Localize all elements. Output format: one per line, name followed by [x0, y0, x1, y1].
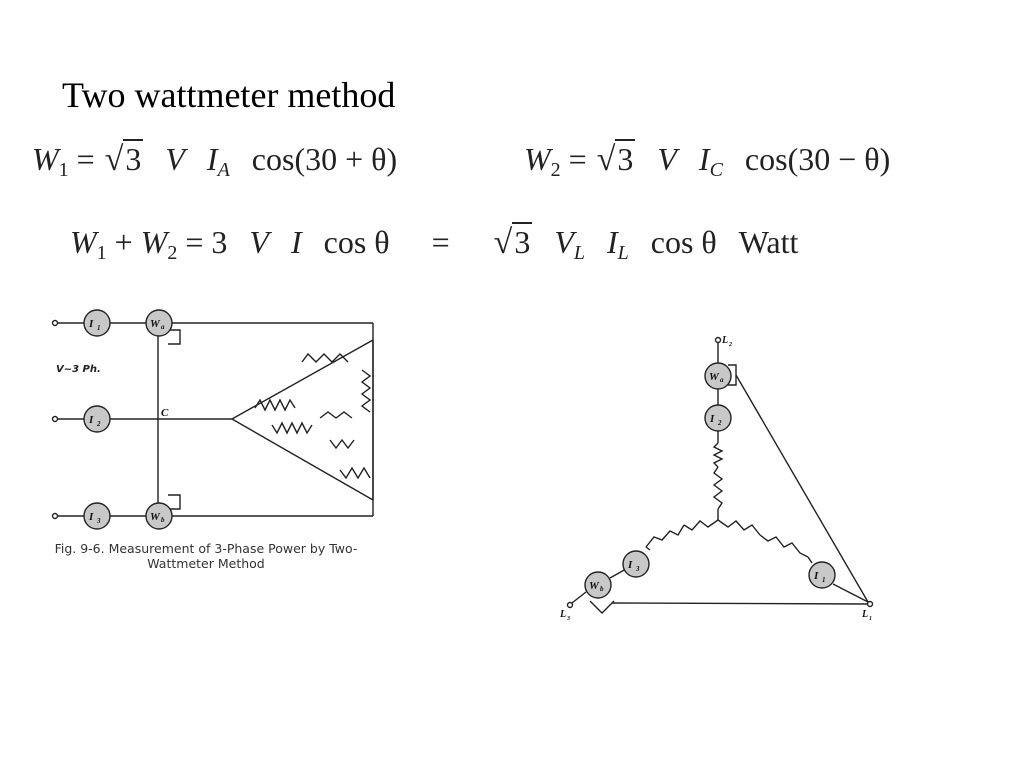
eq3-w2: W	[140, 224, 168, 260]
meter-I2: I 2	[83, 405, 111, 433]
eq2-v: V	[657, 141, 677, 177]
meter-Wb: W b	[145, 502, 173, 530]
eq3-sqrt: √3	[493, 222, 533, 261]
r-meter-Wb-base: W	[589, 580, 600, 592]
figure-caption: Fig. 9-6. Measurement of 3-Phase Power b…	[54, 541, 358, 571]
r-meter-I3-base: I	[627, 559, 633, 571]
meter-Wa: W a	[145, 309, 173, 337]
r-meter-Wa-base: W	[709, 371, 720, 383]
eq1-radicand: 3	[123, 139, 144, 177]
eq3-three: 3	[211, 224, 228, 260]
r-meter-I2-sub: 2	[717, 419, 722, 427]
r-meter-I1-sub: 1	[822, 576, 826, 584]
eq2-i: I	[698, 141, 710, 177]
meter-Wb: W b	[584, 571, 612, 599]
meter-Wb-base: W	[150, 511, 161, 523]
meter-I3-sub: 3	[96, 517, 101, 525]
eq2-lhs: W	[524, 141, 551, 177]
meter-I2: I 2	[704, 404, 732, 432]
terminal-L1-base: L	[861, 609, 868, 620]
eq1-trig: cos(30 + θ)	[251, 141, 398, 177]
terminal-L2-sub: 2	[728, 342, 732, 348]
eq3-equals2: =	[431, 224, 450, 260]
node-label-c: C	[161, 407, 169, 419]
terminal-L1-sub: 1	[869, 616, 872, 622]
meter-I3: I 3	[83, 502, 111, 530]
eq2-radicand: 3	[615, 139, 636, 177]
meter-Wa-sub: a	[161, 323, 165, 331]
eq3-vl: V	[554, 224, 574, 260]
eq2-trig: cos(30 − θ)	[744, 141, 891, 177]
meter-I1-base: I	[88, 318, 94, 330]
eq3-cos2: cos θ	[650, 224, 717, 260]
equation-sum: W1 + W2 = 3 V I cos θ = √3 VL IL cos θ W…	[70, 222, 799, 265]
eq3-il-sub: L	[617, 242, 629, 264]
r-meter-I1-base: I	[813, 570, 819, 582]
eq3-il: I	[606, 224, 618, 260]
meter-I1: I 1	[808, 561, 836, 589]
eq1-i: I	[206, 141, 218, 177]
eq3-radicand: 3	[512, 222, 533, 260]
meter-I3-base: I	[88, 511, 94, 523]
eq3-equals: =	[185, 224, 204, 260]
r-meter-I3-sub: 3	[635, 565, 640, 573]
terminal-3	[51, 512, 59, 520]
r-meter-Wa-sub: a	[720, 376, 724, 384]
eq3-plus: +	[114, 224, 133, 260]
eq1-i-sub: A	[217, 159, 230, 181]
terminal-L2-base: L	[721, 335, 728, 346]
eq3-vl-sub: L	[573, 242, 585, 264]
equation-w1: W1 = √3 V IA cos(30 + θ)	[32, 139, 398, 181]
r-meter-Wb-sub: b	[600, 585, 604, 593]
equation-w2: W2 = √3 V IC cos(30 − θ)	[524, 139, 891, 181]
eq2-sqrt: √3	[596, 139, 636, 178]
eq3-w1: W	[70, 224, 97, 260]
eq3-unit: Watt	[738, 224, 799, 260]
terminal-L3-sub: 3	[566, 616, 570, 622]
meter-I1: I 1	[83, 309, 111, 337]
eq1-lhs-sub: 1	[58, 159, 69, 181]
eq3-cos: cos θ	[323, 224, 390, 260]
eq3-w2-sub: 2	[167, 242, 178, 264]
meter-I2-base: I	[88, 414, 94, 426]
eq3-i: I	[290, 224, 302, 260]
meter-Wa-base: W	[150, 318, 161, 330]
slide-title: Two wattmeter method	[62, 75, 396, 115]
terminal-1	[51, 319, 59, 327]
terminal-L3-base: L	[559, 609, 566, 620]
meter-Wb-sub: b	[161, 516, 165, 524]
supply-label: V~3 Ph.	[56, 364, 101, 375]
meter-I2-sub: 2	[96, 420, 101, 428]
r-meter-I2-base: I	[709, 413, 715, 425]
meter-I3: I 3	[622, 550, 650, 578]
eq3-v: V	[249, 224, 269, 260]
eq1-lhs: W	[32, 141, 59, 177]
eq1-v: V	[165, 141, 185, 177]
meter-I1-sub: 1	[97, 324, 101, 332]
eq2-i-sub: C	[709, 159, 723, 181]
eq3-w1-sub: 1	[96, 242, 107, 264]
star-circuit-diagram: W a I 2 I 3 W b I 1 L 2 L 3 L 1	[559, 335, 874, 622]
delta-circuit-diagram: I 1 I 2 I 3 W a W b V~3 Ph. C	[51, 309, 374, 530]
meter-Wa: W a	[704, 362, 732, 390]
terminal-2	[51, 415, 59, 423]
eq2-lhs-sub: 2	[550, 159, 561, 181]
eq1-sqrt: √3	[104, 139, 144, 178]
